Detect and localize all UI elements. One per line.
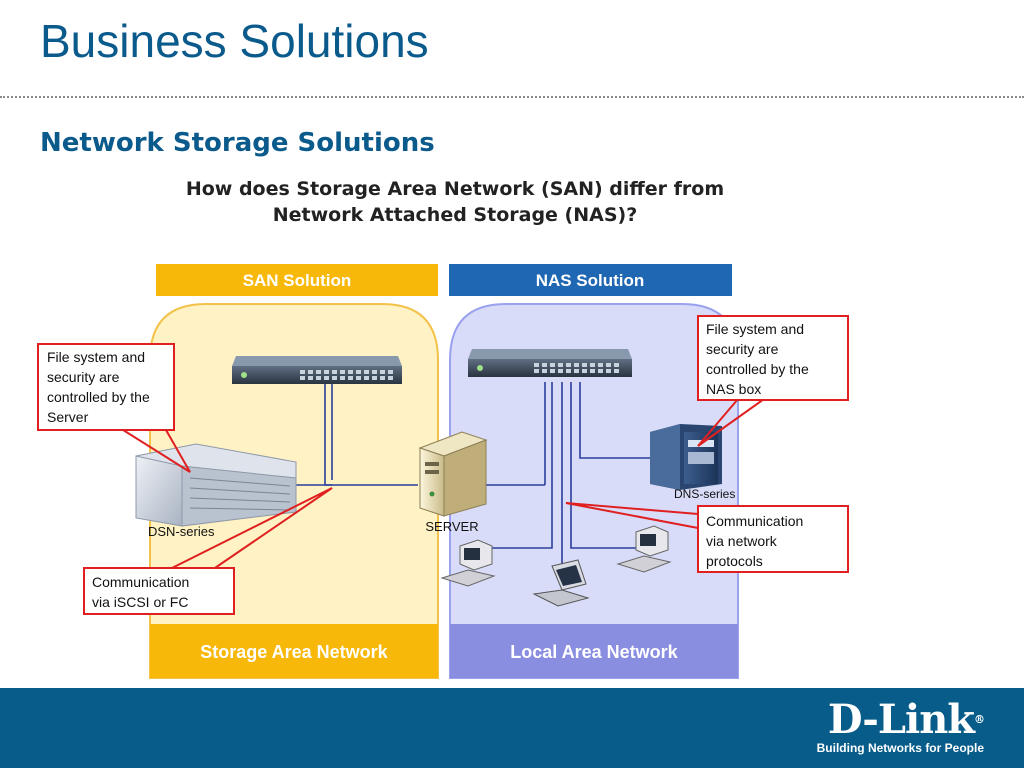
registered-mark: ® — [974, 713, 985, 726]
server-icon — [418, 431, 488, 517]
dlink-logo: D-Link® Building Networks for People — [816, 700, 985, 756]
callout-nas-box: File system and security are controlled … — [697, 315, 849, 401]
question-line-1: How does Storage Area Network (SAN) diff… — [185, 178, 725, 200]
svg-text:File system and security: File system and security are controlled … — [706, 321, 813, 397]
callout-san-comm-line-2: via iSCSI or FC — [92, 594, 188, 610]
brand-wordmark: D-Link — [827, 696, 975, 743]
san-footer-label: Storage Area Network — [200, 642, 388, 662]
diagram-question: How does Storage Area Network (SAN) diff… — [130, 176, 780, 228]
dns-series-label: DNS-series — [674, 487, 735, 501]
callout-san-server-line-4: Server — [47, 409, 89, 425]
title-divider — [0, 96, 1024, 98]
dsn-series-label: DSN-series — [148, 524, 215, 539]
callout-pointers — [119, 398, 765, 571]
callout-san-comm: Communication via iSCSI or FC — [83, 567, 235, 615]
callout-nas-box-line-3: controlled by the — [706, 361, 809, 377]
callout-san-comm-line-1: Communication — [92, 574, 189, 590]
workstation-right-icon — [616, 525, 672, 573]
callout-san-server-line-3: controlled by the — [47, 389, 150, 405]
callout-nas-box-line-2: security are — [706, 341, 779, 357]
dsn-storage-icon — [135, 443, 297, 527]
callout-nas-comm-line-3: protocols — [706, 553, 763, 569]
slide-subtitle: Network Storage Solutions — [40, 128, 435, 158]
server-label: SERVER — [425, 519, 478, 534]
svg-text:Communication via networ: Communication via network protocols — [706, 513, 807, 569]
callout-san-server: File system and security are controlled … — [37, 343, 175, 431]
footer-bar — [0, 688, 1024, 768]
callout-nas-comm-line-1: Communication — [706, 513, 803, 529]
nas-panel: Local Area Network NAS Solution — [449, 264, 739, 679]
nas-switch-icon — [468, 349, 632, 377]
san-footer-bar — [150, 624, 438, 678]
nas-header — [449, 264, 732, 296]
nas-footer-label: Local Area Network — [510, 642, 678, 662]
svg-text:Communication via iSCSI: Communication via iSCSI or FC — [92, 574, 193, 610]
callout-nas-comm: Communication via network protocols — [697, 505, 849, 573]
callout-nas-comm-line-2: via network — [706, 533, 778, 549]
nas-footer-bar — [450, 624, 738, 678]
nas-header-label: NAS Solution — [536, 271, 645, 290]
svg-text:File system and security: File system and security are controlled … — [47, 349, 154, 425]
network-cables — [292, 382, 650, 578]
laptop-icon — [532, 559, 590, 607]
callout-nas-box-line-4: NAS box — [706, 381, 761, 397]
question-line-2: Network Attached Storage (NAS)? — [272, 204, 638, 226]
brand-tagline: Building Networks for People — [816, 741, 984, 755]
san-header — [156, 264, 438, 296]
dns-nas-box-icon — [650, 424, 722, 490]
callout-san-server-line-2: security are — [47, 369, 120, 385]
san-header-label: SAN Solution — [243, 271, 352, 290]
workstation-left-icon — [440, 539, 496, 587]
san-switch-icon — [232, 356, 402, 384]
slide-title: Business Solutions — [40, 15, 429, 67]
callout-nas-box-line-1: File system and — [706, 321, 804, 337]
brand-name: D-Link® — [817, 700, 985, 740]
callout-san-server-line-1: File system and — [47, 349, 145, 365]
